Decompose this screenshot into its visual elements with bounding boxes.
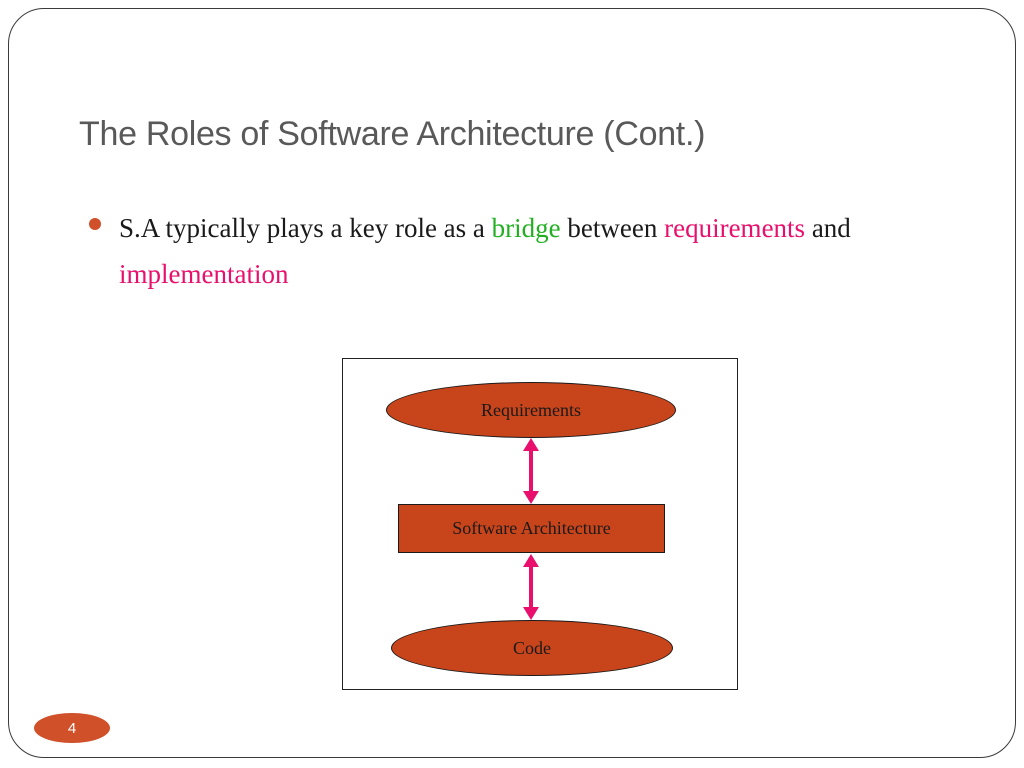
highlight-requirements: requirements bbox=[664, 213, 806, 243]
highlight-bridge: bridge bbox=[491, 213, 561, 243]
bullet-text-part-3: and bbox=[805, 213, 851, 243]
double-arrow-icon bbox=[523, 438, 539, 504]
page-number-badge: 4 bbox=[34, 713, 110, 743]
bullet-item: S.A typically plays a key role as a brid… bbox=[87, 205, 987, 297]
slide-title: The Roles of Software Architecture (Cont… bbox=[79, 115, 706, 153]
software-architecture-node: Software Architecture bbox=[398, 504, 665, 553]
bullet-dot-icon bbox=[89, 218, 101, 230]
architecture-diagram: Requirements Software Architecture Code bbox=[342, 358, 738, 690]
double-arrow-icon bbox=[523, 554, 539, 620]
bullet-text: S.A typically plays a key role as a brid… bbox=[119, 205, 987, 297]
bullet-text-part-2: between bbox=[560, 213, 665, 243]
code-node: Code bbox=[391, 620, 673, 676]
highlight-implementation: implementation bbox=[119, 259, 289, 289]
requirements-node: Requirements bbox=[386, 382, 676, 438]
bullet-text-part-1: S.A typically plays a key role as a bbox=[119, 213, 492, 243]
slide-frame: The Roles of Software Architecture (Cont… bbox=[8, 8, 1016, 758]
